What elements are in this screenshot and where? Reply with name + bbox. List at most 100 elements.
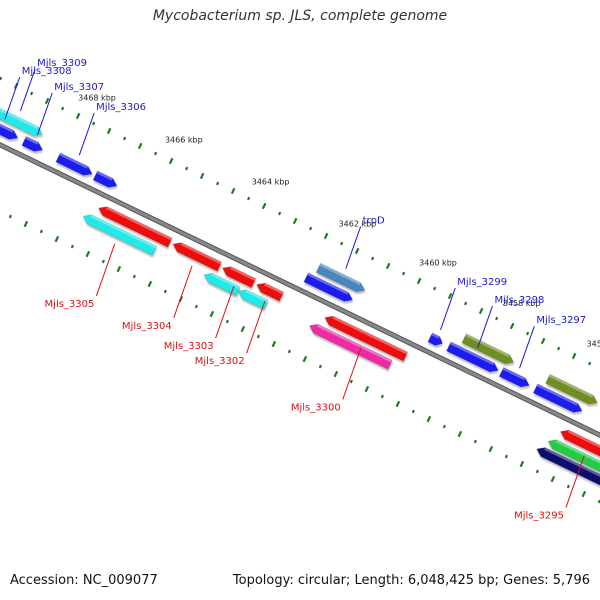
gene-highlight [180, 242, 222, 265]
gene-highlight [96, 170, 113, 181]
gene-highlight [245, 289, 269, 303]
gene-Mjls_3308[interactable] [0, 116, 20, 143]
inner-tick-row-mark [535, 469, 540, 474]
outer-tick-row-mark [370, 256, 375, 261]
label-leader-line [519, 325, 535, 369]
inner-tick-row-mark [23, 220, 29, 228]
gene-Mjls_3305[interactable] [81, 212, 158, 256]
outer-tick-row-mark [199, 172, 205, 180]
inner-tick-row-mark [395, 400, 401, 408]
gene-Mjls_3300p[interactable] [307, 321, 393, 370]
gene-Mjls_3306[interactable] [55, 152, 94, 179]
label-leader-line [37, 92, 53, 136]
gene-highlight [548, 374, 594, 398]
gene-Mjls_3302c[interactable] [236, 287, 269, 310]
gene-trpD[interactable] [315, 262, 367, 295]
gene-label[interactable]: Mjls_3295 [514, 511, 564, 522]
outer-tick-row-mark [385, 262, 391, 270]
inner-tick-row-mark [194, 304, 199, 309]
label-leader-line [215, 285, 235, 339]
gene-label[interactable]: Mjls_3309 [37, 58, 87, 69]
gene-highlight [567, 430, 600, 457]
gene-highlight [502, 367, 526, 381]
gene-label[interactable]: trpD [363, 216, 385, 227]
gene-Mjls_3306b[interactable] [92, 170, 119, 191]
gene-Mjls_3295g[interactable] [546, 437, 600, 477]
outer-tick-row-mark [587, 361, 592, 366]
gene-label[interactable]: Mjls_3300 [291, 403, 341, 414]
gene-arrow [536, 447, 600, 487]
inner-tick-row-mark [39, 229, 44, 234]
gene-Mjls_3302[interactable] [255, 280, 285, 302]
tick-label: 3458 kbp [503, 299, 541, 308]
gene-arrow [237, 289, 269, 310]
outer-tick-row-mark [75, 112, 81, 120]
outer-tick-row-mark [277, 211, 282, 216]
gene-label[interactable]: Mjls_3298 [494, 295, 544, 306]
gene-Mjls_3298o[interactable] [461, 333, 516, 367]
gene-highlight [449, 341, 495, 366]
inner-tick-row-mark [581, 490, 587, 498]
outer-tick-row-mark [339, 241, 344, 246]
outer-tick-row-mark [308, 226, 313, 231]
label-leader-line [345, 226, 362, 269]
gene-highlight [555, 439, 600, 469]
gene-Mjls_3307[interactable] [21, 135, 45, 154]
gene-Mjls_3304[interactable] [171, 240, 223, 272]
gene-Mjls_3309[interactable] [0, 103, 45, 139]
gene-Mjls_3305r[interactable] [96, 204, 173, 248]
gene-arrow [82, 214, 158, 256]
inner-tick-row-mark [364, 385, 370, 393]
label-leader-line [342, 347, 362, 400]
outer-tick-row-mark [323, 232, 329, 240]
gene-label[interactable]: Mjls_3308 [22, 66, 72, 77]
tick-label: 3466 kbp [165, 136, 203, 145]
gene-arrow [309, 323, 393, 370]
gene-label[interactable]: Mjls_3302 [195, 356, 245, 367]
gene-highlight [59, 152, 89, 169]
outer-tick-row-mark [137, 142, 143, 150]
gene-arrow [222, 266, 257, 289]
inner-tick-row-mark [519, 460, 525, 468]
gene-Mjls_3295n[interactable] [535, 445, 600, 487]
inner-tick-row-mark [116, 265, 122, 273]
gene-Mjls_3295[interactable] [558, 427, 600, 464]
gene-label[interactable]: Mjls_3299 [457, 277, 507, 288]
gene-Mjls_3300[interactable] [323, 313, 409, 362]
gene-Mjls_3298[interactable] [446, 341, 501, 375]
gene-arrow [98, 206, 173, 248]
gene-highlight [105, 206, 173, 241]
gene-Mjls_3303[interactable] [220, 264, 257, 289]
outer-tick-row-mark [463, 301, 468, 306]
gene-label[interactable]: Mjls_3304 [122, 321, 172, 332]
outer-tick-row-mark [292, 217, 298, 225]
outer-tick-row-mark [432, 286, 437, 291]
gene-Mjls_3299[interactable] [427, 332, 445, 348]
gene-highlight [0, 104, 39, 129]
outer-tick-row-mark [509, 322, 515, 330]
gene-trpD_b[interactable] [303, 272, 355, 305]
gene-arrow [303, 272, 354, 302]
label-leader-line [565, 455, 585, 508]
gene-features [0, 103, 600, 487]
inner-tick-row-mark [147, 280, 153, 288]
gene-arrow [545, 373, 598, 405]
outer-tick-row-mark [29, 91, 34, 96]
gene-label[interactable]: Mjls_3305 [45, 299, 95, 310]
gene-label[interactable]: Mjls_3306 [96, 102, 146, 113]
gene-label[interactable]: Mjls_3297 [536, 315, 586, 326]
inner-tick-row-mark [101, 259, 106, 264]
genome-summary: Topology: circular; Length: 6,048,425 bp… [232, 573, 590, 588]
outer-tick-row-mark [556, 346, 561, 351]
gene-Mjls_3296o[interactable] [545, 373, 600, 407]
tick-label: 3468 kbp [78, 94, 116, 103]
inner-tick-row-mark [225, 319, 230, 324]
label-leader-line [173, 265, 193, 319]
inner-tick-row-mark [442, 424, 447, 429]
gene-Mjls_3296[interactable] [532, 383, 584, 416]
gene-Mjls_3297[interactable] [498, 366, 531, 390]
gene-arrow [21, 135, 44, 152]
gene-label[interactable]: Mjls_3307 [54, 82, 104, 93]
gene-label[interactable]: Mjls_3303 [164, 341, 214, 352]
